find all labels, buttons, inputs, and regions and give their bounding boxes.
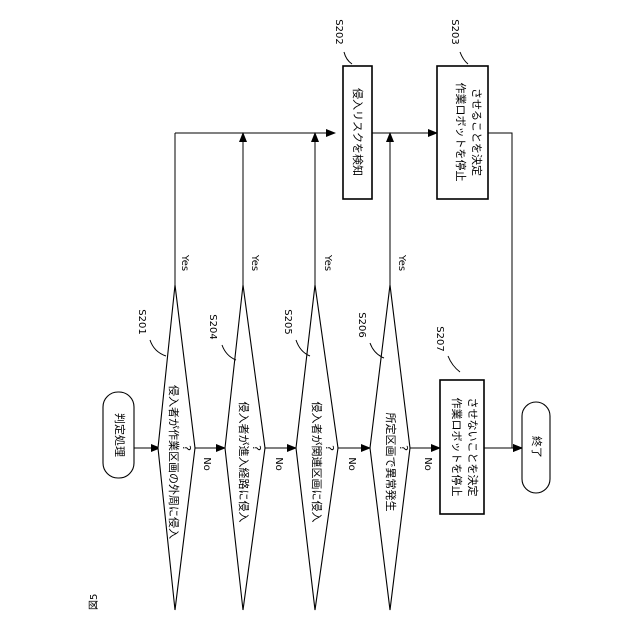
decision-s201-q: ? xyxy=(180,445,193,451)
decision-s204-text: 侵入者が進入経路に侵入 xyxy=(237,402,251,523)
figure-label: 図5 xyxy=(88,594,100,610)
process-s207-line1: 作業ロボットを停止 xyxy=(450,398,464,497)
process-s207-step: S207 xyxy=(434,326,445,351)
decision-s201-leader xyxy=(150,340,166,356)
decision-s204-no: No xyxy=(273,457,284,471)
process-s207-line2: させないことを決定 xyxy=(466,398,480,497)
end-terminal-label: 終了 xyxy=(530,436,544,458)
decision-s205-text: 侵入者が関連区画に侵入 xyxy=(310,402,324,523)
decision-s205-step: S205 xyxy=(282,309,293,334)
process-s203-line2: させることを決定 xyxy=(470,88,484,176)
process-s203-line1: 作業ロボットを停止 xyxy=(454,83,468,182)
decision-s205-no: No xyxy=(346,457,357,471)
decision-s204-yes: Yes xyxy=(249,254,260,271)
decision-s205-q: ? xyxy=(323,445,336,451)
process-s202-step: S202 xyxy=(333,19,344,44)
decision-s206-step: S206 xyxy=(356,312,367,337)
process-s202-text: 侵入リスクを検知 xyxy=(351,88,365,176)
decision-s206-q: ? xyxy=(397,445,410,451)
start-terminal-label: 判定処理 xyxy=(113,413,127,457)
decision-s206-yes: Yes xyxy=(396,254,407,271)
decision-s206-no: No xyxy=(422,457,433,471)
decision-s201-text: 侵入者が作業区画の外周に侵入 xyxy=(167,385,181,539)
arrow-s203-end xyxy=(488,133,522,448)
decision-s206-text: 所定区画で異常発生 xyxy=(384,413,398,512)
decision-s204-leader xyxy=(222,345,236,360)
decision-s201-yes: Yes xyxy=(179,254,190,271)
decision-s204-q: ? xyxy=(250,445,263,451)
decision-s201-step: S201 xyxy=(136,309,147,334)
process-s203-step: S203 xyxy=(449,19,460,44)
process-s202-leader xyxy=(344,52,352,64)
decision-s201-no: No xyxy=(201,457,212,471)
process-s207-leader xyxy=(448,356,460,372)
decision-s204-step: S204 xyxy=(207,314,218,339)
decision-s205-yes: Yes xyxy=(322,254,333,271)
process-s203-leader xyxy=(460,52,468,64)
